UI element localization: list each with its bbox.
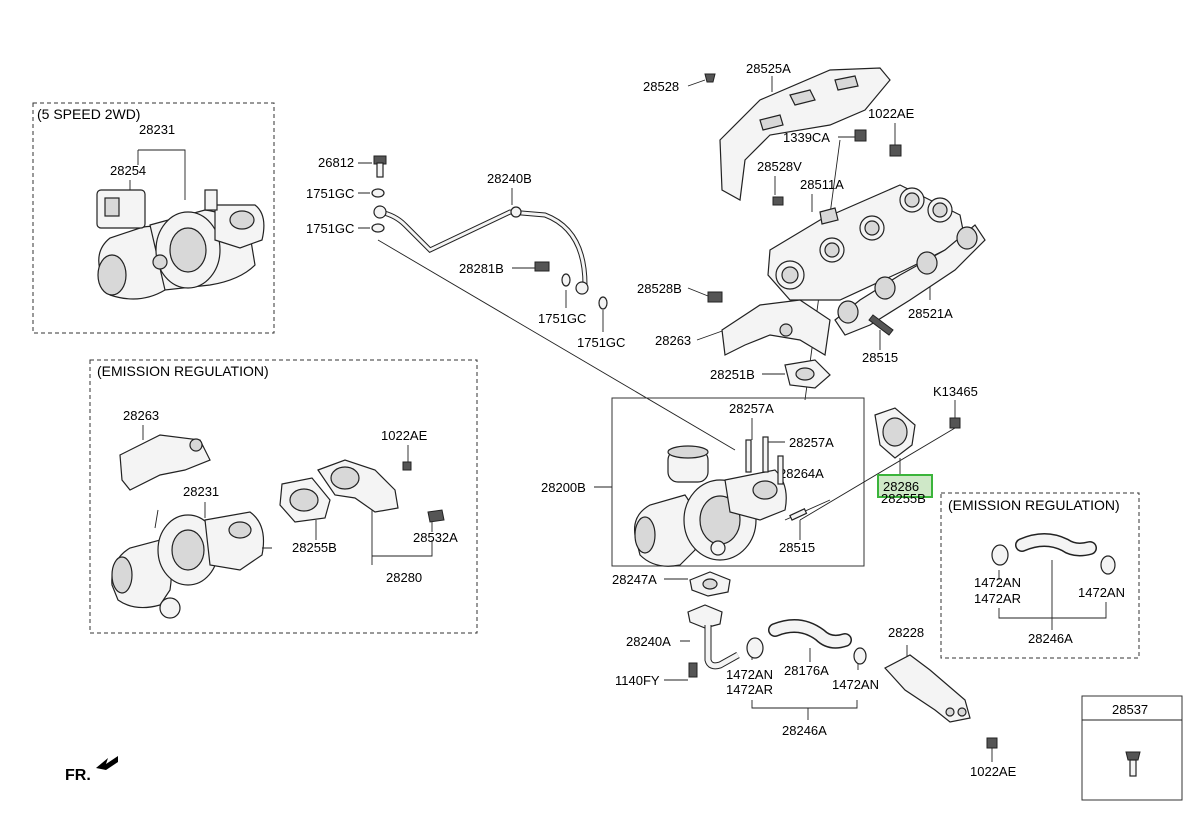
box-5-speed-2wd: (5 SPEED 2WD) 28231 28254 [32, 102, 275, 334]
label-28511A[interactable]: 28511A [800, 177, 844, 192]
label-28521A[interactable]: 28521A [908, 306, 953, 321]
label-1472AR-r[interactable]: 1472AR [974, 591, 1021, 606]
label-1472AN-a[interactable]: 1472AN [726, 667, 773, 682]
hose-28176A-illustration [768, 619, 852, 649]
label-28231-left[interactable]: 28231 [183, 484, 219, 499]
label-28528-top[interactable]: 28528 [643, 79, 679, 94]
label-28537[interactable]: 28537 [1112, 702, 1148, 717]
manifold-group: 28528 28525A 1339CA 1022AE 28528V 28511A… [637, 61, 986, 401]
bracket-28228-illustration [884, 654, 971, 723]
label-fr: FR. [65, 767, 91, 784]
label-K13465[interactable]: K13465 [933, 384, 978, 399]
main-turbo-box: 28257A 28257A 28264A 28200B 28515 [541, 397, 865, 567]
label-28264A[interactable]: 28264A [779, 466, 824, 481]
turbo-outlet-gasket-illustration [874, 407, 916, 459]
label-28251B[interactable]: 28251B [710, 367, 755, 382]
oil-feed-group: 26812 1751GC 1751GC 28240B 28281B 1751GC… [306, 155, 736, 451]
label-1140FY[interactable]: 1140FY [615, 673, 660, 688]
label-1751GC-c[interactable]: 1751GC [538, 311, 586, 326]
gasket-28247A-illustration [689, 571, 731, 597]
exhaust-manifold-illustration [767, 184, 966, 301]
label-28254[interactable]: 28254 [110, 163, 146, 178]
exhaust-elbow-left-illustration [317, 459, 445, 523]
label-28280[interactable]: 28280 [386, 570, 422, 585]
label-28263-left[interactable]: 28263 [123, 408, 159, 423]
hose-right-illustration [1015, 533, 1097, 557]
label-1751GC-a[interactable]: 1751GC [306, 186, 354, 201]
turbo-gasket-28251B-illustration [784, 359, 831, 389]
box-emission-left: (EMISSION REGULATION) 28263 1022AE 28231… [89, 359, 478, 634]
front-direction-marker: FR. [65, 756, 118, 784]
turbocharger-2wd-illustration [96, 189, 265, 300]
label-28263[interactable]: 28263 [655, 333, 691, 348]
front-arrow-icon [96, 756, 118, 770]
label-1022AE-top[interactable]: 1022AE [868, 106, 915, 121]
label-1751GC-d[interactable]: 1751GC [577, 335, 625, 350]
label-28255B-left[interactable]: 28255B [292, 540, 337, 555]
label-28228[interactable]: 28228 [888, 625, 924, 640]
turbocharger-left-illustration [111, 509, 272, 619]
label-28528B[interactable]: 28528B [637, 281, 682, 296]
label-1022AE-left[interactable]: 1022AE [381, 428, 428, 443]
label-28240A[interactable]: 28240A [626, 634, 671, 649]
label-28532A[interactable]: 28532A [413, 530, 458, 545]
heat-shield-top-illustration [719, 67, 891, 201]
gasket-28255B-group: K13465 28286 28255B [799, 384, 978, 521]
label-28281B[interactable]: 28281B [459, 261, 504, 276]
label-28240B[interactable]: 28240B [487, 171, 532, 186]
label-28528V[interactable]: 28528V [757, 159, 802, 174]
box-title-emission-left: (EMISSION REGULATION) [97, 363, 269, 379]
heat-shield-mid-illustration [721, 299, 831, 356]
label-28257A-a[interactable]: 28257A [729, 401, 774, 416]
label-1751GC-b[interactable]: 1751GC [306, 221, 354, 236]
label-1472AR-a[interactable]: 1472AR [726, 682, 773, 697]
label-1472AN-r1[interactable]: 1472AN [974, 575, 1021, 590]
box-title-5-speed: (5 SPEED 2WD) [37, 106, 140, 122]
gasket-left-illustration [279, 477, 331, 523]
lower-pipe-group: 28247A 28240A 1140FY 1472AN 1472AR 28176… [612, 571, 1017, 779]
label-28246A-r[interactable]: 28246A [1028, 631, 1073, 646]
box-28537: 28537 [1081, 695, 1183, 801]
label-1472AN-b[interactable]: 1472AN [832, 677, 879, 692]
manifold-gasket-illustration [834, 224, 986, 336]
box-title-emission-right: (EMISSION REGULATION) [948, 497, 1120, 513]
highlight-28286[interactable] [877, 474, 933, 498]
label-28515-top[interactable]: 28515 [862, 350, 898, 365]
box-emission-right: (EMISSION REGULATION) 1472AN 1472AR 1472… [940, 492, 1140, 659]
label-28231-top[interactable]: 28231 [139, 122, 175, 137]
label-28247A[interactable]: 28247A [612, 572, 657, 587]
heat-shield-left-illustration [119, 434, 211, 491]
label-26812[interactable]: 26812 [318, 155, 354, 170]
label-28525A[interactable]: 28525A [746, 61, 791, 76]
label-1472AN-r2[interactable]: 1472AN [1078, 585, 1125, 600]
label-28286[interactable]: 28286 [883, 479, 919, 494]
label-28200B[interactable]: 28200B [541, 480, 586, 495]
bolt-28537-icon [1125, 751, 1141, 777]
label-28515-mid[interactable]: 28515 [779, 540, 815, 555]
label-28176A[interactable]: 28176A [784, 663, 829, 678]
label-28246A[interactable]: 28246A [782, 723, 827, 738]
label-1339CA[interactable]: 1339CA [783, 130, 830, 145]
label-1022AE-bot[interactable]: 1022AE [970, 764, 1017, 779]
turbocharger-main-illustration [633, 445, 787, 567]
oil-return-pipe-illustration [687, 604, 740, 670]
label-28257A-b[interactable]: 28257A [789, 435, 834, 450]
label-28255B[interactable]: 28255B [881, 491, 926, 506]
